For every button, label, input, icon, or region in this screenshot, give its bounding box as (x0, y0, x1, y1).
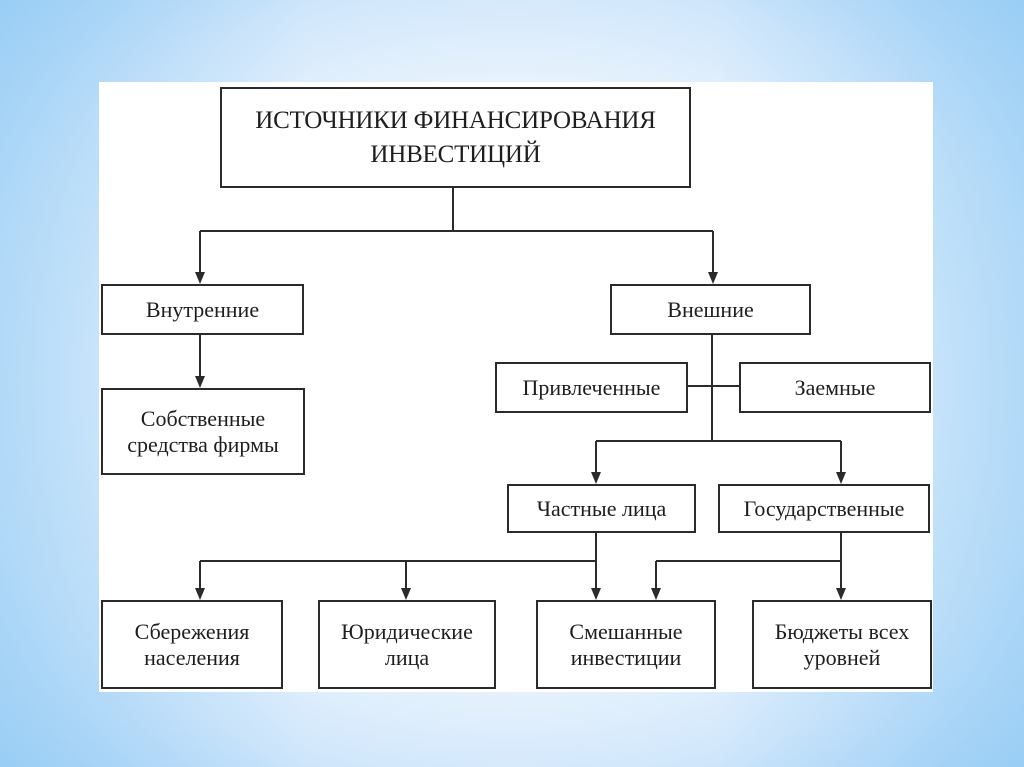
node-label: Внешние (667, 296, 754, 322)
node-label: Бюджеты всех уровней (774, 618, 910, 670)
node-root-financing-sources: ИСТОЧНИКИ ФИНАНСИРОВАНИЯ ИНВЕСТИЦИЙ (220, 87, 691, 188)
node-label: Внутренние (145, 296, 260, 322)
node-label: Частные лица (536, 495, 667, 521)
arrow-head-legal (401, 588, 411, 600)
node-budgets-all-levels: Бюджеты всех уровней (752, 600, 932, 689)
node-label: Заемные (794, 374, 876, 400)
node-label: ИСТОЧНИКИ ФИНАНСИРОВАНИЯ ИНВЕСТИЦИЙ (255, 106, 656, 168)
node-label: Привлеченные (522, 374, 661, 400)
arrow-head-mixed-from-private (591, 588, 601, 600)
arrow-head-own-funds (195, 376, 205, 388)
node-private-persons: Частные лица (507, 484, 696, 533)
node-label: Собственные средства фирмы (127, 405, 279, 457)
arrow-head-budgets (836, 588, 846, 600)
node-external: Внешние (610, 284, 811, 335)
node-attracted: Привлеченные (495, 362, 688, 413)
node-own-funds: Собственные средства фирмы (101, 388, 305, 475)
node-label: Юридические лица (341, 618, 473, 670)
node-label: Сбережения населения (134, 618, 250, 670)
node-label: Смешанные инвестиции (569, 618, 683, 670)
node-state: Государственные (718, 484, 930, 533)
node-borrowed: Заемные (739, 362, 931, 413)
arrow-head-internal (195, 272, 205, 284)
node-mixed-investments: Смешанные инвестиции (536, 600, 716, 689)
node-legal-entities: Юридические лица (318, 600, 496, 689)
node-population-savings: Сбережения населения (101, 600, 283, 689)
arrow-head-state (836, 472, 846, 484)
node-internal: Внутренние (101, 284, 304, 335)
arrow-head-mixed-from-state (651, 588, 661, 600)
node-label: Государственные (743, 495, 905, 521)
arrow-head-savings (195, 588, 205, 600)
arrow-head-external (708, 272, 718, 284)
arrow-head-private (591, 472, 601, 484)
